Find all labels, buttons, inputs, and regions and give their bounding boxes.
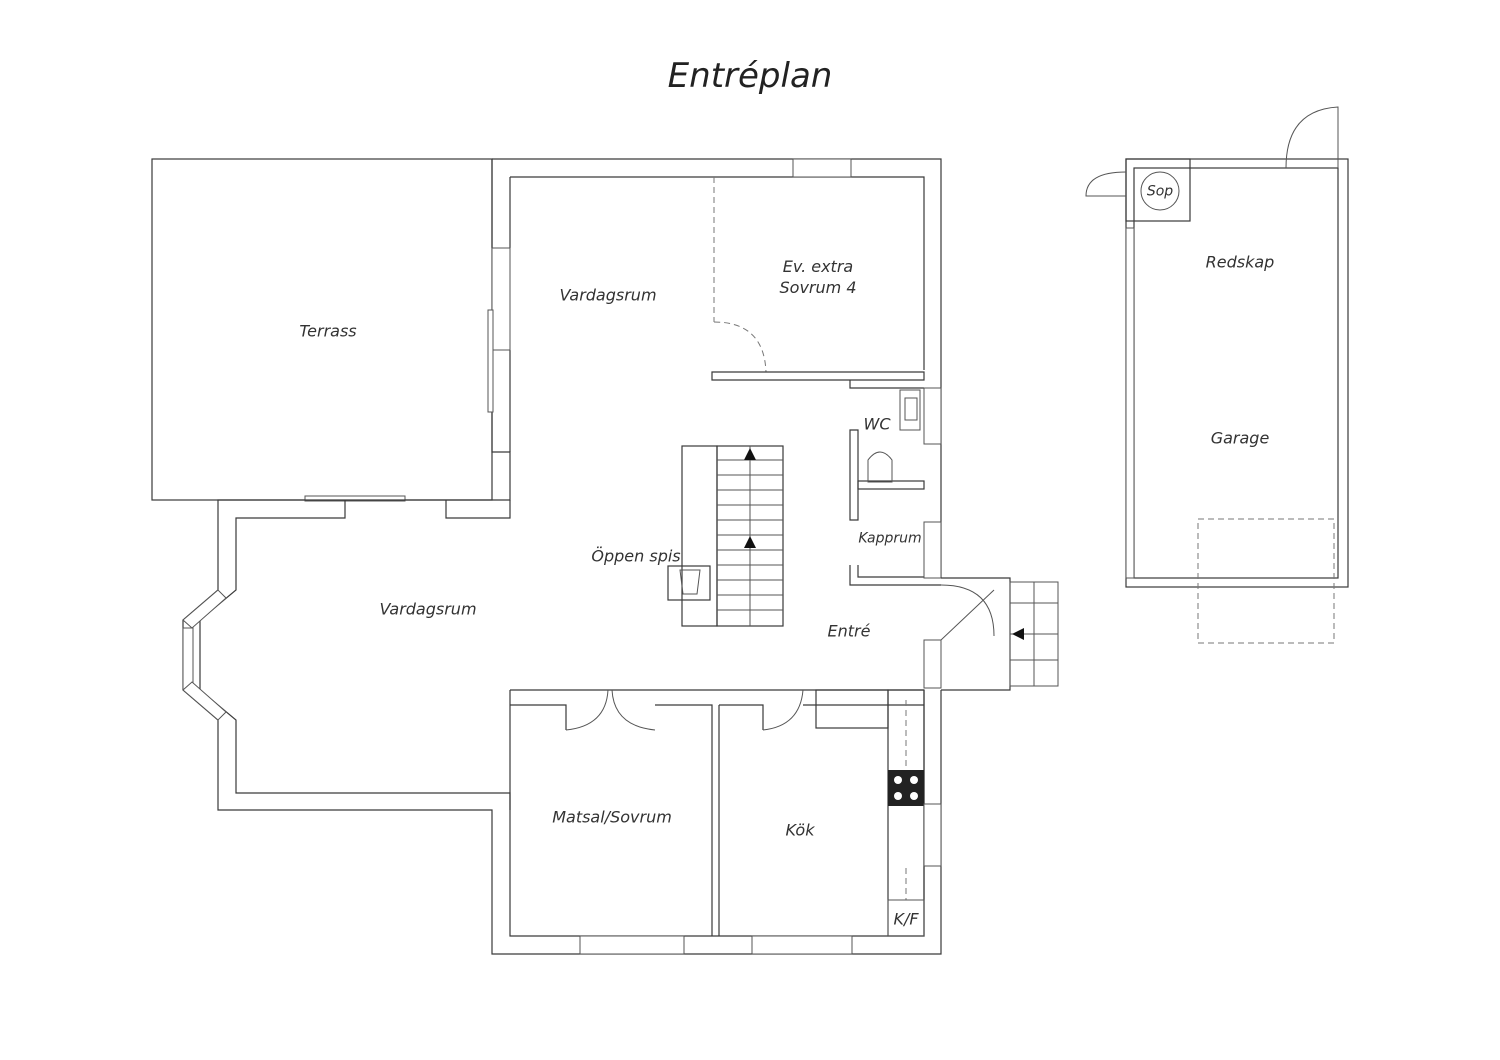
- entrance-arrow-icon: [1012, 628, 1024, 640]
- room-label-oppen-spis: Öppen spis: [591, 546, 681, 566]
- room-label-matsal-sovrum: Matsal/Sovrum: [552, 807, 672, 827]
- stove-icon: [888, 770, 924, 806]
- room-label-terrass: Terrass: [299, 321, 357, 341]
- entrance: [923, 577, 1059, 691]
- room-label-garage: Garage: [1210, 428, 1270, 448]
- room-label-vardagsrum-lower: Vardagsrum: [379, 599, 477, 619]
- extra-bedroom-walls: [711, 177, 925, 381]
- room-label-sop: Sop: [1146, 183, 1174, 200]
- room-label-extra-sovrum-line1: Ev. extra: [782, 257, 854, 276]
- room-label-vardagsrum-upper: Vardagsrum: [559, 285, 657, 305]
- room-label-kapprum: Kapprum: [858, 530, 922, 547]
- room-label-kf: K/F: [893, 909, 919, 929]
- room-label-extra-sovrum-line2: Sovrum 4: [779, 278, 857, 297]
- garage-outline: [1085, 106, 1349, 644]
- wc-kapprum-walls: [849, 380, 942, 586]
- lower-rooms-walls: [509, 689, 942, 955]
- sop-bin-icon: [1140, 171, 1180, 211]
- staircase: [667, 445, 784, 627]
- plan-title: Entréplan: [667, 56, 833, 96]
- terrace-window: [304, 495, 406, 502]
- room-label-wc: WC: [863, 414, 891, 434]
- room-label-kok: Kök: [785, 820, 815, 840]
- room-label-extra-sovrum: Ev. extra Sovrum 4: [780, 256, 857, 298]
- stair-arrow-icon: [744, 448, 756, 460]
- stair-arrow-icon: [744, 536, 756, 548]
- room-label-redskap: Redskap: [1205, 252, 1275, 272]
- room-label-entre: Entré: [827, 621, 871, 641]
